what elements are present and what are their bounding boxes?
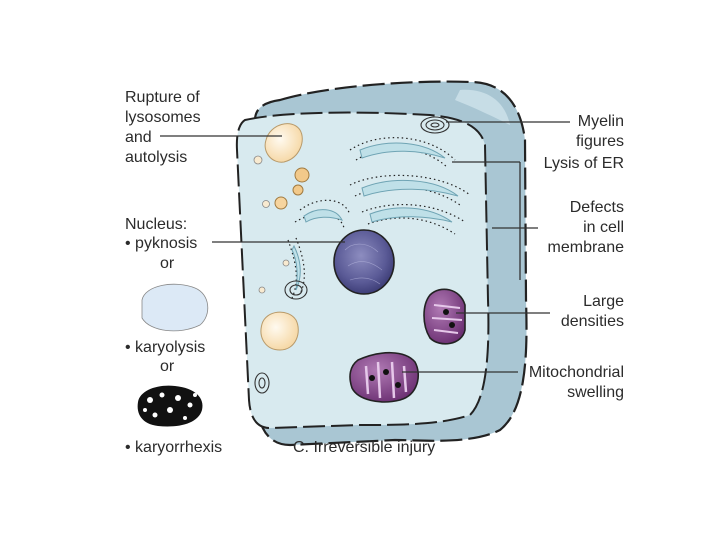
diagram-title: C. Irreversible injury (293, 439, 436, 456)
myelin-figure (420, 116, 450, 134)
label-rupture-lysosomes: Rupture of lysosomes and autolysis (125, 88, 201, 168)
label-or-1: or (160, 255, 175, 272)
chromatin-texture (344, 243, 383, 285)
small-vesicle (253, 155, 263, 165)
label-defects-membrane: Defects in cell membrane (548, 198, 624, 258)
lysosome-vesicle (294, 167, 310, 183)
pyknotic-nucleus (333, 229, 395, 295)
label-line: Defects (569, 199, 624, 216)
label-or-2: or (160, 358, 175, 375)
label-large-densities: Large densities (561, 292, 624, 332)
small-vesicle (282, 259, 290, 267)
swollen-mitochondrion (349, 351, 419, 403)
label-line: lysosomes (125, 109, 201, 126)
label-line: membrane (547, 239, 624, 256)
myelin-figure (284, 280, 308, 300)
leader-lines (160, 121, 570, 373)
label-karyorrhexis: • karyorrhexis (125, 439, 223, 456)
label-line: Myelin (577, 113, 624, 130)
karyolysis-nucleus (141, 283, 209, 332)
lysosome-vesicle (292, 184, 304, 196)
small-vesicle (258, 286, 266, 294)
label-line: Mitochondrial (528, 364, 624, 381)
label-line: swelling (567, 384, 624, 401)
label-karyolysis: • karyolysis (125, 339, 206, 356)
label-mito-swelling: Mitochondrial swelling (529, 363, 624, 403)
lysosome-vesicle (274, 196, 288, 210)
small-vesicle (262, 200, 270, 208)
label-line: Rupture of (125, 89, 200, 106)
membrane-highlight (455, 89, 510, 125)
ruptured-lysosome-top (264, 123, 303, 163)
mitochondrion-large-densities (423, 288, 466, 345)
label-myelin-figures: Myelin figures (576, 112, 624, 152)
label-nucleus-heading: Nucleus: (125, 216, 188, 233)
label-pyknosis: • pyknosis (125, 235, 198, 252)
label-line: autolysis (125, 149, 188, 166)
myelin-figure (254, 372, 270, 394)
label-line: densities (560, 313, 624, 330)
label-line: figures (575, 133, 624, 150)
ruptured-lysosome-bottom (260, 311, 299, 351)
label-line: and (125, 129, 152, 146)
label-line: in cell (583, 219, 624, 236)
label-lysis-er: Lysis of ER (543, 155, 624, 172)
er-cisternae (291, 142, 459, 291)
karyorrhexis-nucleus (137, 385, 203, 427)
label-line: Large (583, 293, 624, 310)
